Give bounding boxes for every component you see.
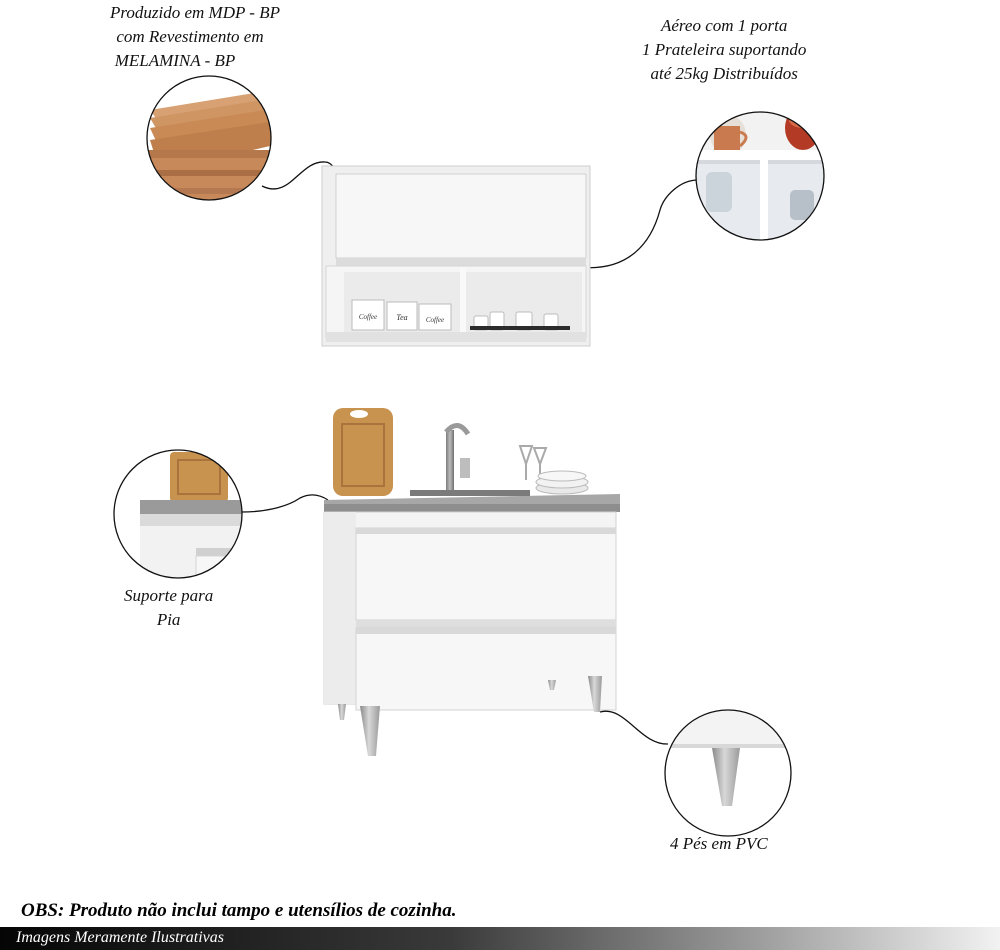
pes-caption: 4 Pés em PVC (670, 832, 768, 856)
canister-label-coffee-2: Coffee (426, 316, 444, 324)
pes-bubble-ring (664, 709, 792, 837)
footer-bar: Imagens Meramente Ilustrativas (0, 927, 1000, 950)
material-caption-line-1: Produzido em MDP - BP (110, 3, 280, 22)
wall-cabinet: Coffee Tea Coffee (321, 165, 591, 347)
connector-pes (599, 710, 669, 745)
canister-label-coffee: Coffee (359, 313, 377, 321)
suporte-bubble (114, 450, 242, 578)
material-caption: Produzido em MDP - BP com Revestimento e… (100, 1, 280, 73)
aereo-bubble (696, 112, 824, 240)
suporte-caption-line-2: Pia (156, 610, 181, 629)
pes-bubble (665, 710, 791, 836)
connector-aereo (569, 179, 699, 269)
footer-disclaimer: Imagens Meramente Ilustrativas (16, 929, 224, 946)
suporte-caption: Suporte para Pia (124, 584, 213, 632)
pes-caption-line-1: 4 Pés em PVC (670, 834, 768, 853)
material-caption-line-2: com Revestimento em (116, 27, 264, 46)
aereo-caption-line-2: 1 Prateleira suportando (642, 40, 807, 59)
aereo-bubble-ring (695, 111, 825, 241)
aereo-caption: Aéreo com 1 porta 1 Prateleira suportand… (642, 14, 806, 86)
material-caption-line-3: MELAMINA - BP (114, 51, 236, 70)
material-bubble (147, 76, 271, 200)
aereo-caption-line-1: Aéreo com 1 porta (660, 16, 788, 35)
material-bubble-ring (146, 75, 272, 201)
aereo-caption-line-3: até 25kg Distribuídos (650, 64, 798, 83)
suporte-bubble-ring (113, 449, 243, 579)
connector-suporte (241, 494, 329, 513)
obs-note: OBS: Produto não inclui tampo e utensíli… (21, 900, 457, 921)
base-cabinet (323, 408, 620, 756)
canister-label-tea: Tea (396, 313, 407, 322)
suporte-caption-line-1: Suporte para (124, 586, 214, 605)
